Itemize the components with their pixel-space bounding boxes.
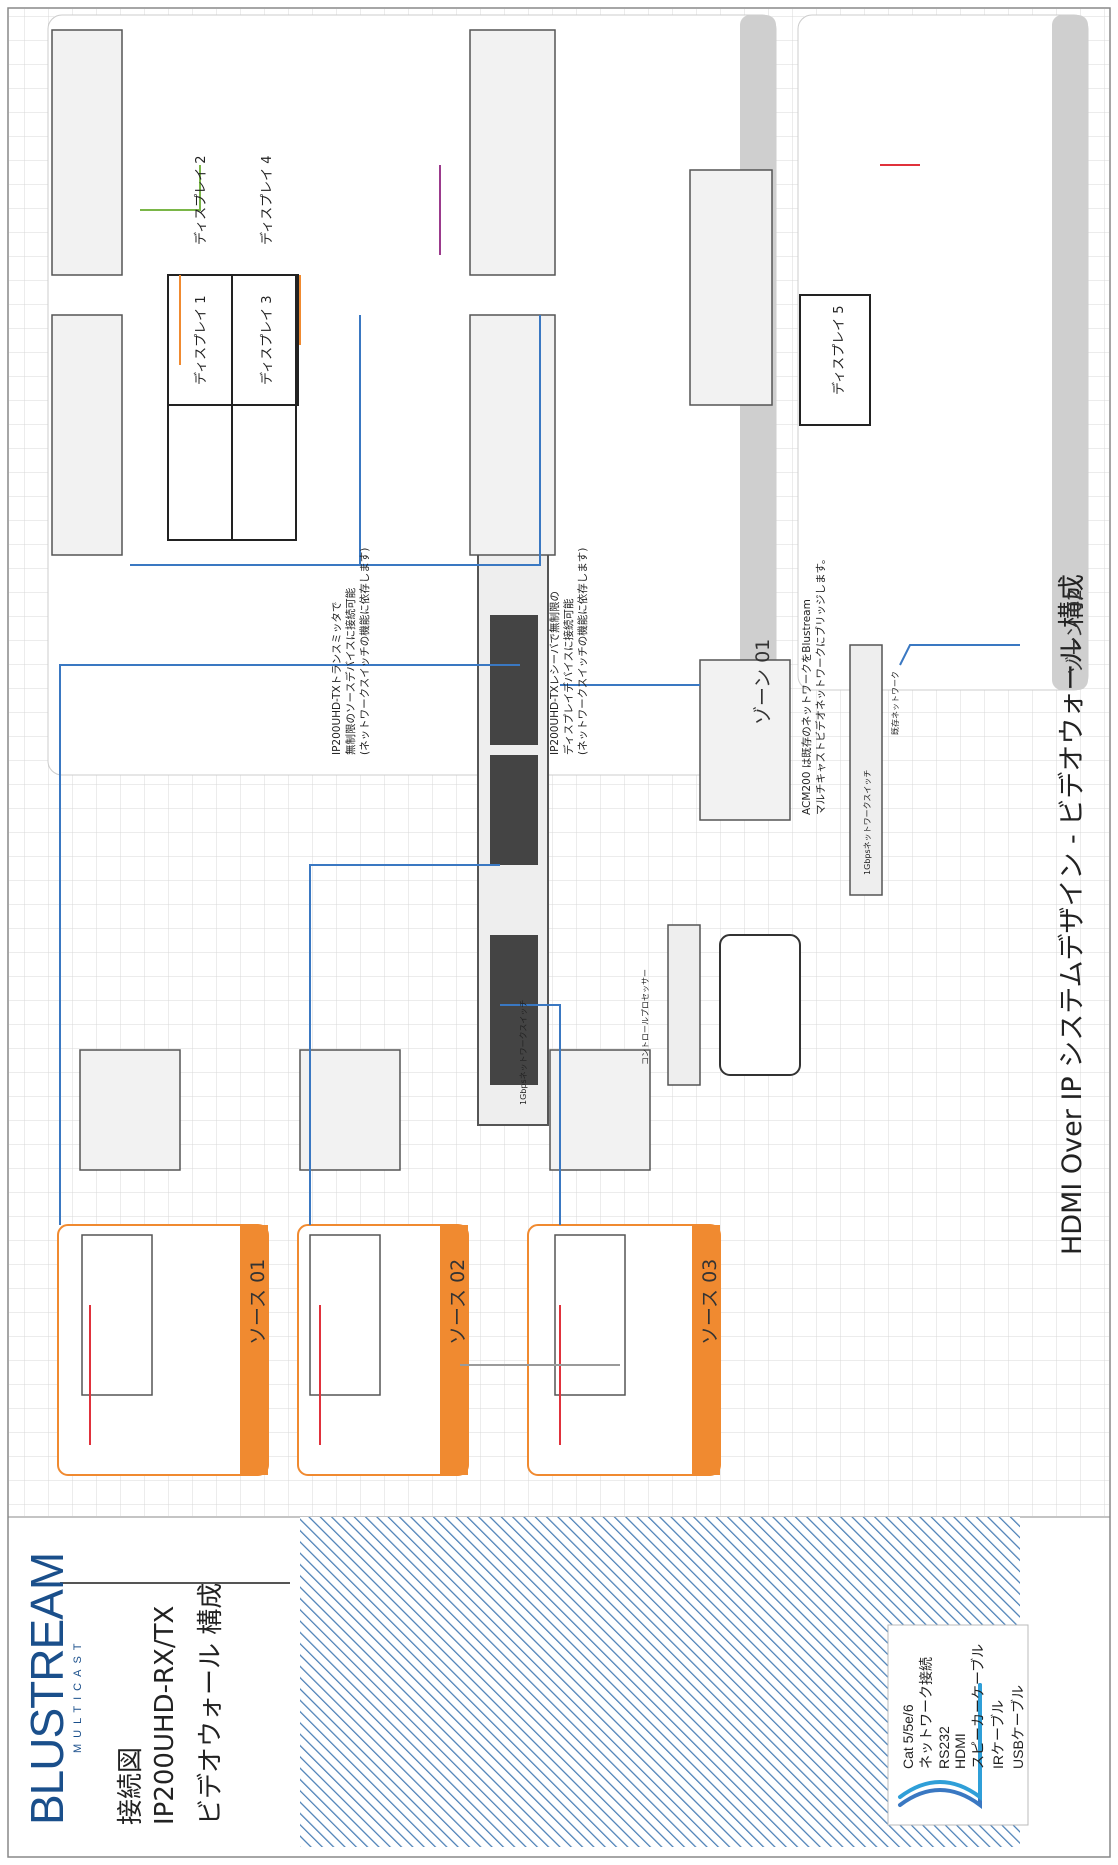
product-subtitle: ビデオウォール 構成: [196, 1582, 226, 1825]
hatch-block: [300, 1517, 1020, 1847]
legend-item-usb: USBケーブル: [1010, 1685, 1026, 1769]
legend-box: [887, 1624, 1029, 1826]
legend-item-cat: Cat 5/5e/6: [900, 1704, 916, 1769]
source-03-label: ソース 03: [699, 1258, 721, 1345]
existing-network-label: 既存ネットワーク: [891, 671, 900, 735]
tx-note: IP200UHD-TXトランスミッタで 無制限のソースデバイスに接続可能 (ネッ…: [331, 547, 371, 755]
brand-logo: BLUSTREAM: [21, 1552, 73, 1825]
display-2-label: ディスプレイ 2: [194, 155, 209, 246]
tablet: [719, 934, 801, 1076]
display-1-label: ディスプレイ 1: [194, 295, 209, 386]
display-4-label: ディスプレイ 4: [260, 155, 275, 246]
main-title: HDMI Over IP システムデザイン - ビデオウォール 構成: [1057, 574, 1088, 1255]
legend-item-network: ネットワーク接続: [918, 1657, 934, 1769]
rx-note: IP200UHD-TXレシーバで無制限の ディスプレイデバイスに接続可能 (ネッ…: [549, 547, 589, 755]
zone-01-label: ゾーン 01: [752, 638, 774, 725]
zone-02-label: ゾーン 02: [1064, 588, 1086, 675]
control-processor-label: コントロールプロセッサー: [641, 969, 650, 1065]
acm-note: ACM200 は既存のネットワークをBlustream マルチキャストビデオネッ…: [801, 553, 827, 815]
switch-label: 1Gbpsネットワークスイッチ: [519, 999, 528, 1105]
legend: Cat 5/5e/6 ネットワーク接続 RS232 HDMI スピーカーケーブル…: [900, 1644, 1028, 1769]
control-processor: [667, 924, 701, 1086]
network-switch-2: [849, 644, 883, 896]
display-5: [799, 294, 871, 426]
outer-frame: [7, 7, 1111, 1858]
title-label: 接続図: [116, 1746, 146, 1825]
acm200: [699, 659, 791, 821]
zone-01-panel: [47, 14, 777, 776]
video-wall: [167, 274, 299, 541]
legend-item-ir: IRケーブル: [990, 1699, 1006, 1769]
brand-logo-sub: MULTICAST: [72, 1637, 84, 1753]
switch2-label: 1Gbpsネットワークスイッチ: [863, 769, 872, 875]
display-5-label: ディスプレイ 5: [832, 305, 847, 396]
legend-item-hdmi: HDMI: [952, 1733, 968, 1769]
product-title: IP200UHD-RX/TX: [150, 1605, 180, 1825]
source-02-label: ソース 02: [447, 1258, 469, 1345]
source-01-label: ソース 01: [247, 1258, 269, 1345]
legend-item-rs232: RS232: [936, 1726, 952, 1769]
legend-item-speaker: スピーカーケーブル: [970, 1643, 986, 1769]
display-3-label: ディスプレイ 3: [260, 295, 275, 386]
